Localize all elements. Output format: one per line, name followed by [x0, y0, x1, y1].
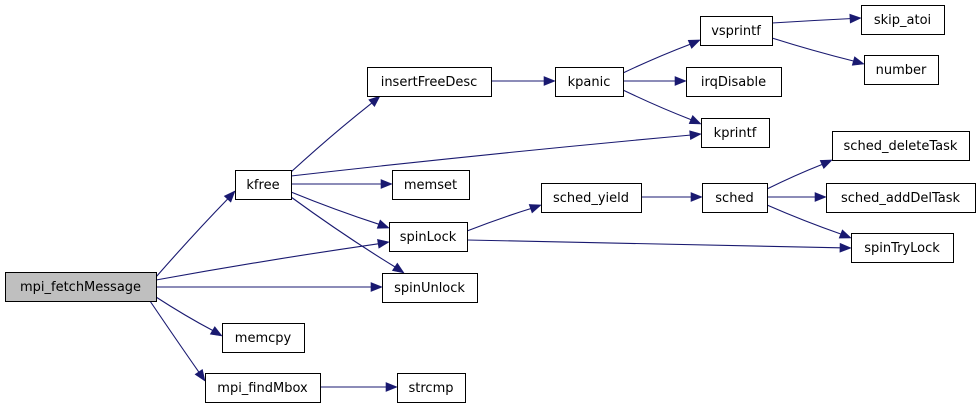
node-spinUnlock[interactable]: spinUnlock	[382, 273, 478, 303]
edge-vsprintf-to-number	[771, 37, 865, 66]
node-box-mpi_findMbox[interactable]	[205, 373, 321, 403]
node-spinTryLock[interactable]: spinTryLock	[851, 233, 954, 263]
edge-spinLock-to-spinTryLock	[466, 239, 852, 253]
node-box-number[interactable]	[864, 55, 939, 85]
node-box-sched_deleteTask[interactable]	[832, 131, 970, 161]
edge-sched-to-sched_deleteTask	[766, 159, 833, 190]
node-box-spinLock[interactable]	[389, 222, 468, 252]
edge-mpi_fetchMessage-to-mpi_findMbox	[149, 300, 206, 382]
edge-kfree-to-spinUnlock	[290, 196, 405, 274]
node-box-sched[interactable]	[702, 183, 768, 213]
node-box-sched_yield[interactable]	[541, 183, 642, 213]
node-box-sched_addDelTask[interactable]	[826, 183, 976, 213]
node-vsprintf[interactable]: vsprintf	[700, 16, 773, 46]
node-box-insertFreeDesc[interactable]	[367, 67, 492, 97]
node-irqDisable[interactable]: irqDisable	[686, 67, 782, 97]
node-number[interactable]: number	[864, 55, 939, 85]
nodes-layer: mpi_fetchMessage kfree insertFreeDesc memse…	[5, 5, 976, 403]
node-box-vsprintf[interactable]	[700, 16, 773, 46]
edge-kfree-to-kprintf	[290, 130, 702, 177]
node-box-irqDisable[interactable]	[686, 67, 782, 97]
node-spinLock[interactable]: spinLock	[389, 222, 468, 252]
node-box-spinTryLock[interactable]	[851, 233, 954, 263]
node-box-memset[interactable]	[392, 170, 470, 200]
edge-kfree-to-spinLock	[290, 191, 390, 229]
node-strcmp[interactable]: strcmp	[397, 373, 466, 403]
node-kpanic[interactable]: kpanic	[555, 67, 624, 97]
edge-sched-to-sched_addDelTask	[767, 192, 827, 202]
node-insertFreeDesc[interactable]: insertFreeDesc	[367, 67, 492, 97]
node-mpi_fetchMessage[interactable]: mpi_fetchMessage	[5, 272, 157, 302]
edges-layer	[149, 13, 865, 392]
edge-mpi_fetchMessage-to-spinLock	[155, 239, 390, 281]
node-box-skip_atoi[interactable]	[861, 5, 945, 35]
edge-sched_yield-to-sched	[641, 192, 703, 202]
node-sched_deleteTask[interactable]: sched_deleteTask	[832, 131, 970, 161]
node-skip_atoi[interactable]: skip_atoi	[861, 5, 945, 35]
node-sched_addDelTask[interactable]: sched_addDelTask	[826, 183, 976, 213]
edge-sched-to-spinTryLock	[766, 204, 852, 239]
node-memcpy[interactable]: memcpy	[222, 323, 305, 353]
edge-mpi_fetchMessage-to-spinUnlock	[156, 282, 383, 292]
node-box-kfree[interactable]	[235, 170, 292, 200]
node-memset[interactable]: memset	[392, 170, 470, 200]
edge-vsprintf-to-skip_atoi	[771, 13, 862, 24]
edge-mpi_fetchMessage-to-kfree	[155, 190, 236, 278]
edge-mpi_fetchMessage-to-memcpy	[155, 296, 223, 337]
edge-kfree-to-memset	[291, 179, 393, 189]
edge-spinLock-to-sched_yield	[466, 204, 542, 232]
edge-kfree-to-insertFreeDesc	[290, 95, 381, 173]
node-sched_yield[interactable]: sched_yield	[541, 183, 642, 213]
node-box-kpanic[interactable]	[555, 67, 624, 97]
node-box-strcmp[interactable]	[397, 373, 466, 403]
edge-kpanic-to-irqDisable	[623, 76, 687, 86]
edge-kpanic-to-kprintf	[622, 89, 702, 125]
node-kprintf[interactable]: kprintf	[701, 118, 770, 148]
node-box-spinUnlock[interactable]	[382, 273, 478, 303]
node-sched[interactable]: sched	[702, 183, 768, 213]
node-box-memcpy[interactable]	[222, 323, 305, 353]
edge-kpanic-to-vsprintf	[622, 39, 701, 74]
edge-insertFreeDesc-to-kpanic	[491, 76, 556, 86]
node-kfree[interactable]: kfree	[235, 170, 292, 200]
node-mpi_findMbox[interactable]: mpi_findMbox	[205, 373, 321, 403]
node-box-mpi_fetchMessage[interactable]	[5, 272, 157, 302]
edge-mpi_findMbox-to-strcmp	[320, 382, 398, 392]
node-box-kprintf[interactable]	[701, 118, 770, 148]
